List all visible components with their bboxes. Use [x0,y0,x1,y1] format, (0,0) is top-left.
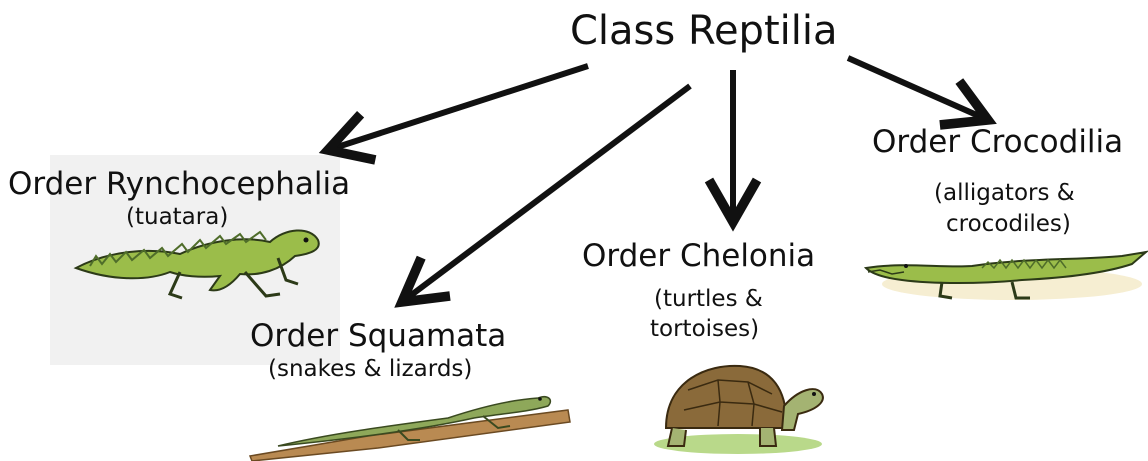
class-title: Class Reptilia [570,8,837,54]
lizard-icon [248,382,578,461]
order-crocodilia-examples-line1: (alligators & [934,180,1075,206]
order-chelonia-label: Order Chelonia [582,238,815,274]
order-squamata-label: Order Squamata [250,318,506,354]
arrow-to-crocodilia [848,58,988,120]
order-crocodilia-label: Order Crocodilia [872,124,1123,160]
order-squamata-examples: (snakes & lizards) [268,356,472,382]
tuatara-icon [70,210,330,310]
crocodile-icon [862,248,1148,308]
tortoise-icon [648,350,828,455]
order-chelonia-examples-line1: (turtles & [654,286,763,312]
arrow-to-rynchocephalia [328,66,588,150]
order-rynchocephalia-label: Order Rynchocephalia [8,166,350,202]
order-crocodilia-examples-line2: crocodiles) [946,211,1071,237]
order-chelonia-examples-line2: tortoises) [650,316,759,342]
